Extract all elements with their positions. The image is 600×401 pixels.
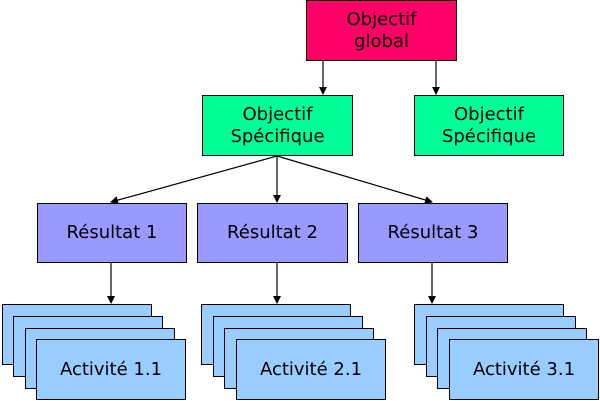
global-objective-box: Objectif global xyxy=(306,0,457,61)
specific-objective-2-line2: Spécifique xyxy=(441,125,537,147)
activity-2-label: Activité 2.1 xyxy=(259,358,363,380)
specific-objective-2-line1: Objectif xyxy=(454,103,524,125)
specific-objective-1-line1: Objectif xyxy=(242,103,313,125)
specific-objective-1-line2: Spécifique xyxy=(230,125,325,147)
global-objective-line2: global xyxy=(354,30,409,52)
specific-objective-box-1: Objectif Spécifique xyxy=(202,95,353,156)
result-box-2: Résultat 2 xyxy=(197,203,348,263)
activity-box-2: Activité 2.1 xyxy=(236,339,386,400)
arrow-specific-to-result-3 xyxy=(276,155,433,204)
activity-box-3: Activité 3.1 xyxy=(449,339,599,400)
activity-3-label: Activité 3.1 xyxy=(472,358,576,380)
activity-box-1: Activité 1.1 xyxy=(36,339,186,400)
specific-objective-box-2: Objectif Spécifique xyxy=(414,95,564,156)
arrow-specific-to-result-1 xyxy=(110,155,278,204)
result-1-label: Résultat 1 xyxy=(66,222,158,244)
result-box-3: Résultat 3 xyxy=(358,203,508,263)
activity-1-label: Activité 1.1 xyxy=(59,358,163,380)
result-box-1: Résultat 1 xyxy=(37,203,187,263)
result-2-label: Résultat 2 xyxy=(227,222,318,244)
global-objective-line1: Objectif xyxy=(346,8,417,30)
result-3-label: Résultat 3 xyxy=(387,222,479,244)
